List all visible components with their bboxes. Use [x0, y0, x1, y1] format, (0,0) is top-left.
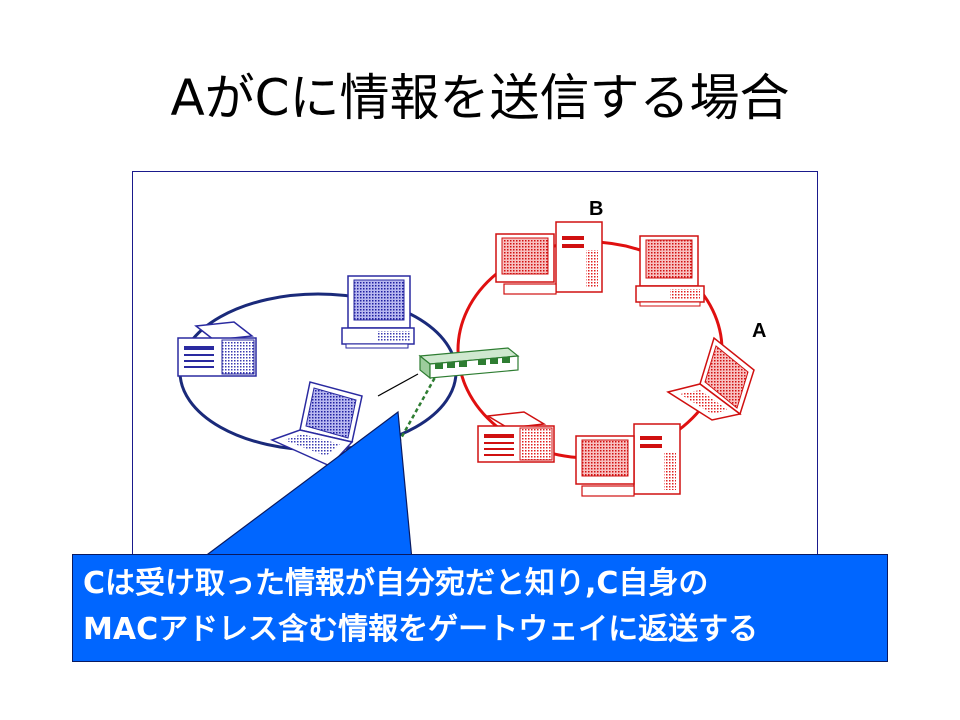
slide-title: AがCに情報を送信する場合	[170, 69, 790, 127]
connector-line	[377, 373, 419, 397]
desktop-b-icon	[495, 221, 603, 295]
desktop-blue-icon	[341, 275, 415, 349]
printer-blue-icon	[177, 321, 257, 377]
desktop-red-bottom-icon	[575, 423, 681, 497]
hub-link-dashed	[398, 371, 440, 441]
desktop-red-top-right-icon	[635, 235, 705, 307]
laptop-a-icon	[666, 336, 755, 421]
callout-box: Cは受け取った情報が自分宛だと知り,C自身の MACアドレス含む情報をゲートウェ…	[72, 554, 888, 662]
label-b: B	[589, 198, 603, 220]
laptop-c-icon	[269, 381, 363, 467]
callout-line-2: MACアドレス含む情報をゲートウェイに返送する	[83, 612, 759, 647]
label-a: A	[752, 320, 766, 342]
printer-red-icon	[477, 411, 555, 463]
switch-hub-icon	[418, 347, 520, 380]
callout-line-1: Cは受け取った情報が自分宛だと知り,C自身の	[83, 566, 709, 601]
